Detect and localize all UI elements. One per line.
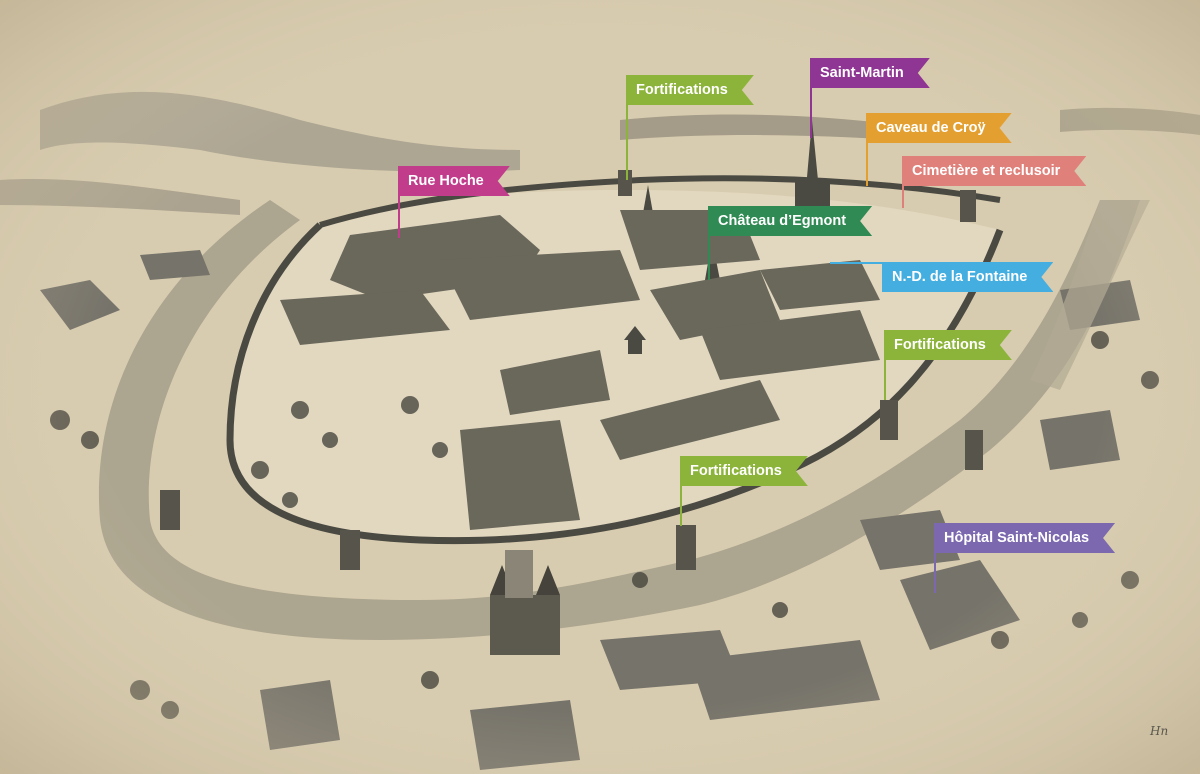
label-fortifications-south[interactable]: Fortifications [680, 456, 808, 486]
label-cimetiere-reclusoir[interactable]: Cimetière et reclusoir [902, 156, 1086, 186]
label-hopital-saint-nicolas[interactable]: Hôpital Saint-Nicolas [934, 523, 1115, 553]
label-fortifications-north[interactable]: Fortifications [626, 75, 754, 105]
pole-cimetiere-reclusoir [902, 186, 904, 208]
artist-signature: Hn [1149, 724, 1168, 738]
label-fortifications-east[interactable]: Fortifications [884, 330, 1012, 360]
pole-fortifications-north [626, 105, 628, 180]
pole-fortifications-east [884, 360, 886, 400]
pole-chateau-egmont [708, 236, 710, 280]
pole-fortifications-south [680, 486, 682, 526]
pole-caveau-de-croy [866, 143, 868, 186]
label-chateau-egmont[interactable]: Château d’Egmont [708, 206, 872, 236]
pole-rue-hoche [398, 196, 400, 238]
label-caveau-de-croy[interactable]: Caveau de Croÿ [866, 113, 1012, 143]
pole-hopital-saint-nicolas [934, 553, 936, 593]
pole-nd-fontaine [830, 262, 882, 264]
label-nd-fontaine[interactable]: N.-D. de la Fontaine [882, 262, 1053, 292]
pole-saint-martin [810, 88, 812, 138]
label-rue-hoche[interactable]: Rue Hoche [398, 166, 510, 196]
label-saint-martin[interactable]: Saint-Martin [810, 58, 930, 88]
